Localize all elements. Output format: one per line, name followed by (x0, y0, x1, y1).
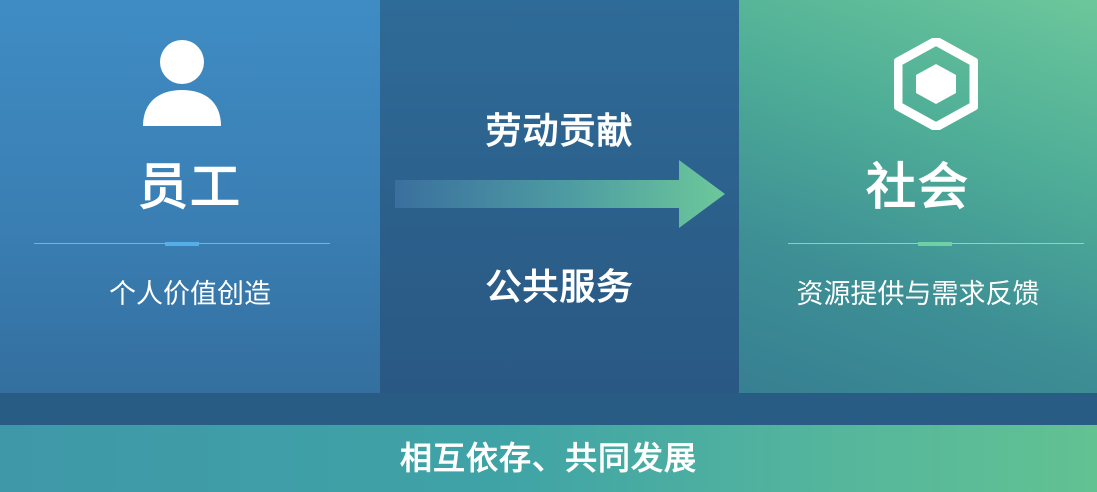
public-service-label: 公共服务 (485, 267, 634, 308)
hexagon-icon (894, 38, 978, 130)
employee-title: 员工 (138, 158, 242, 216)
footer-text: 相互依存、共同发展 (399, 439, 697, 477)
labor-contribution-label: 劳动贡献 (485, 111, 634, 152)
society-subtitle: 资源提供与需求反馈 (796, 279, 1040, 310)
employee-subtitle: 个人价值创造 (109, 279, 271, 310)
society-divider-accent (918, 242, 952, 246)
society-panel (739, 0, 1097, 393)
person-icon (143, 40, 221, 126)
footer-band (0, 425, 1097, 492)
right-arrow-icon (395, 160, 725, 228)
society-title: 社会 (866, 158, 970, 216)
employee-divider-accent (165, 242, 199, 246)
